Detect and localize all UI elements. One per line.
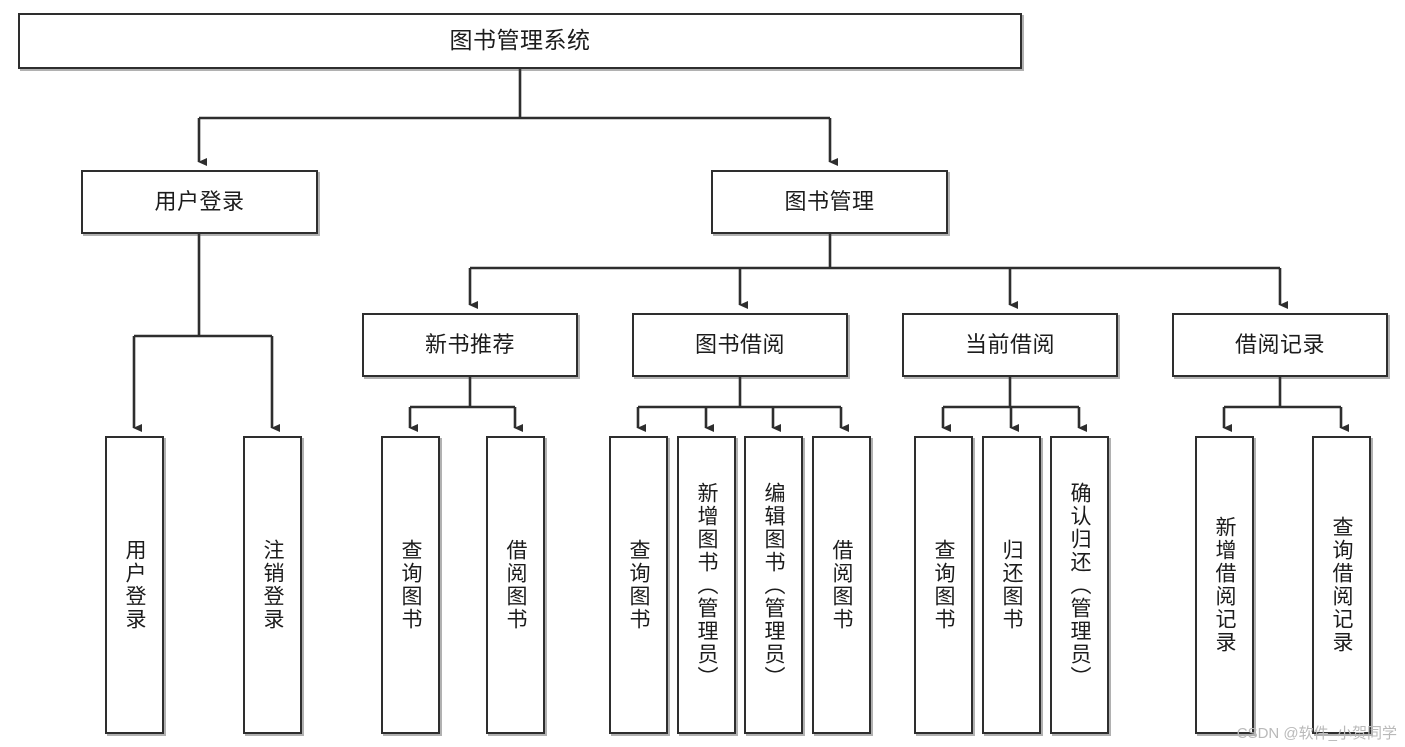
node-label: 新增图书（管理员） [695,481,718,689]
watermark: CSDN @软件_小贺同学 [1236,725,1397,742]
node-label: 查询借阅记录 [1330,516,1353,654]
node-label: 新书推荐 [424,332,515,358]
node-book-management[interactable]: 图书管理 [711,170,948,234]
node-user-login[interactable]: 用户登录 [81,170,318,234]
node-leaf-query-borrow-record[interactable]: 查询借阅记录 [1312,436,1371,734]
node-leaf-query-book-borrow[interactable]: 查询图书 [609,436,668,734]
node-leaf-edit-book[interactable]: 编辑图书（管理员） [744,436,803,734]
node-leaf-add-borrow-record[interactable]: 新增借阅记录 [1195,436,1254,734]
node-label: 当前借阅 [964,332,1055,358]
node-label: 用户登录 [123,539,146,631]
node-leaf-user-logout[interactable]: 注销登录 [243,436,302,734]
node-leaf-query-book-recommend[interactable]: 查询图书 [381,436,440,734]
node-label: 新增借阅记录 [1213,516,1236,654]
node-label: 归还图书 [1000,539,1023,631]
node-label: 借阅记录 [1234,332,1325,358]
node-label: 图书借阅 [694,332,785,358]
node-label: 注销登录 [261,539,284,631]
node-leaf-add-book[interactable]: 新增图书（管理员） [677,436,736,734]
node-root-book-management-system[interactable]: 图书管理系统 [18,13,1022,69]
node-label: 图书管理系统 [449,27,591,54]
node-leaf-borrow-book-recommend[interactable]: 借阅图书 [486,436,545,734]
node-label: 查询图书 [399,539,422,631]
node-leaf-query-book-current[interactable]: 查询图书 [914,436,973,734]
node-label: 图书管理 [784,189,875,215]
node-leaf-borrow-book[interactable]: 借阅图书 [812,436,871,734]
node-leaf-return-book[interactable]: 归还图书 [982,436,1041,734]
node-current-borrow[interactable]: 当前借阅 [902,313,1118,377]
node-label: 借阅图书 [504,539,527,631]
node-label: 编辑图书（管理员） [762,481,785,689]
node-leaf-confirm-return[interactable]: 确认归还（管理员） [1050,436,1109,734]
node-label: 用户登录 [154,189,245,215]
node-book-borrow[interactable]: 图书借阅 [632,313,848,377]
node-new-book-recommend[interactable]: 新书推荐 [362,313,578,377]
node-label: 查询图书 [627,539,650,631]
node-label: 借阅图书 [830,539,853,631]
node-label: 查询图书 [932,539,955,631]
node-label: 确认归还（管理员） [1068,481,1091,689]
node-borrow-record[interactable]: 借阅记录 [1172,313,1388,377]
node-leaf-user-login[interactable]: 用户登录 [105,436,164,734]
